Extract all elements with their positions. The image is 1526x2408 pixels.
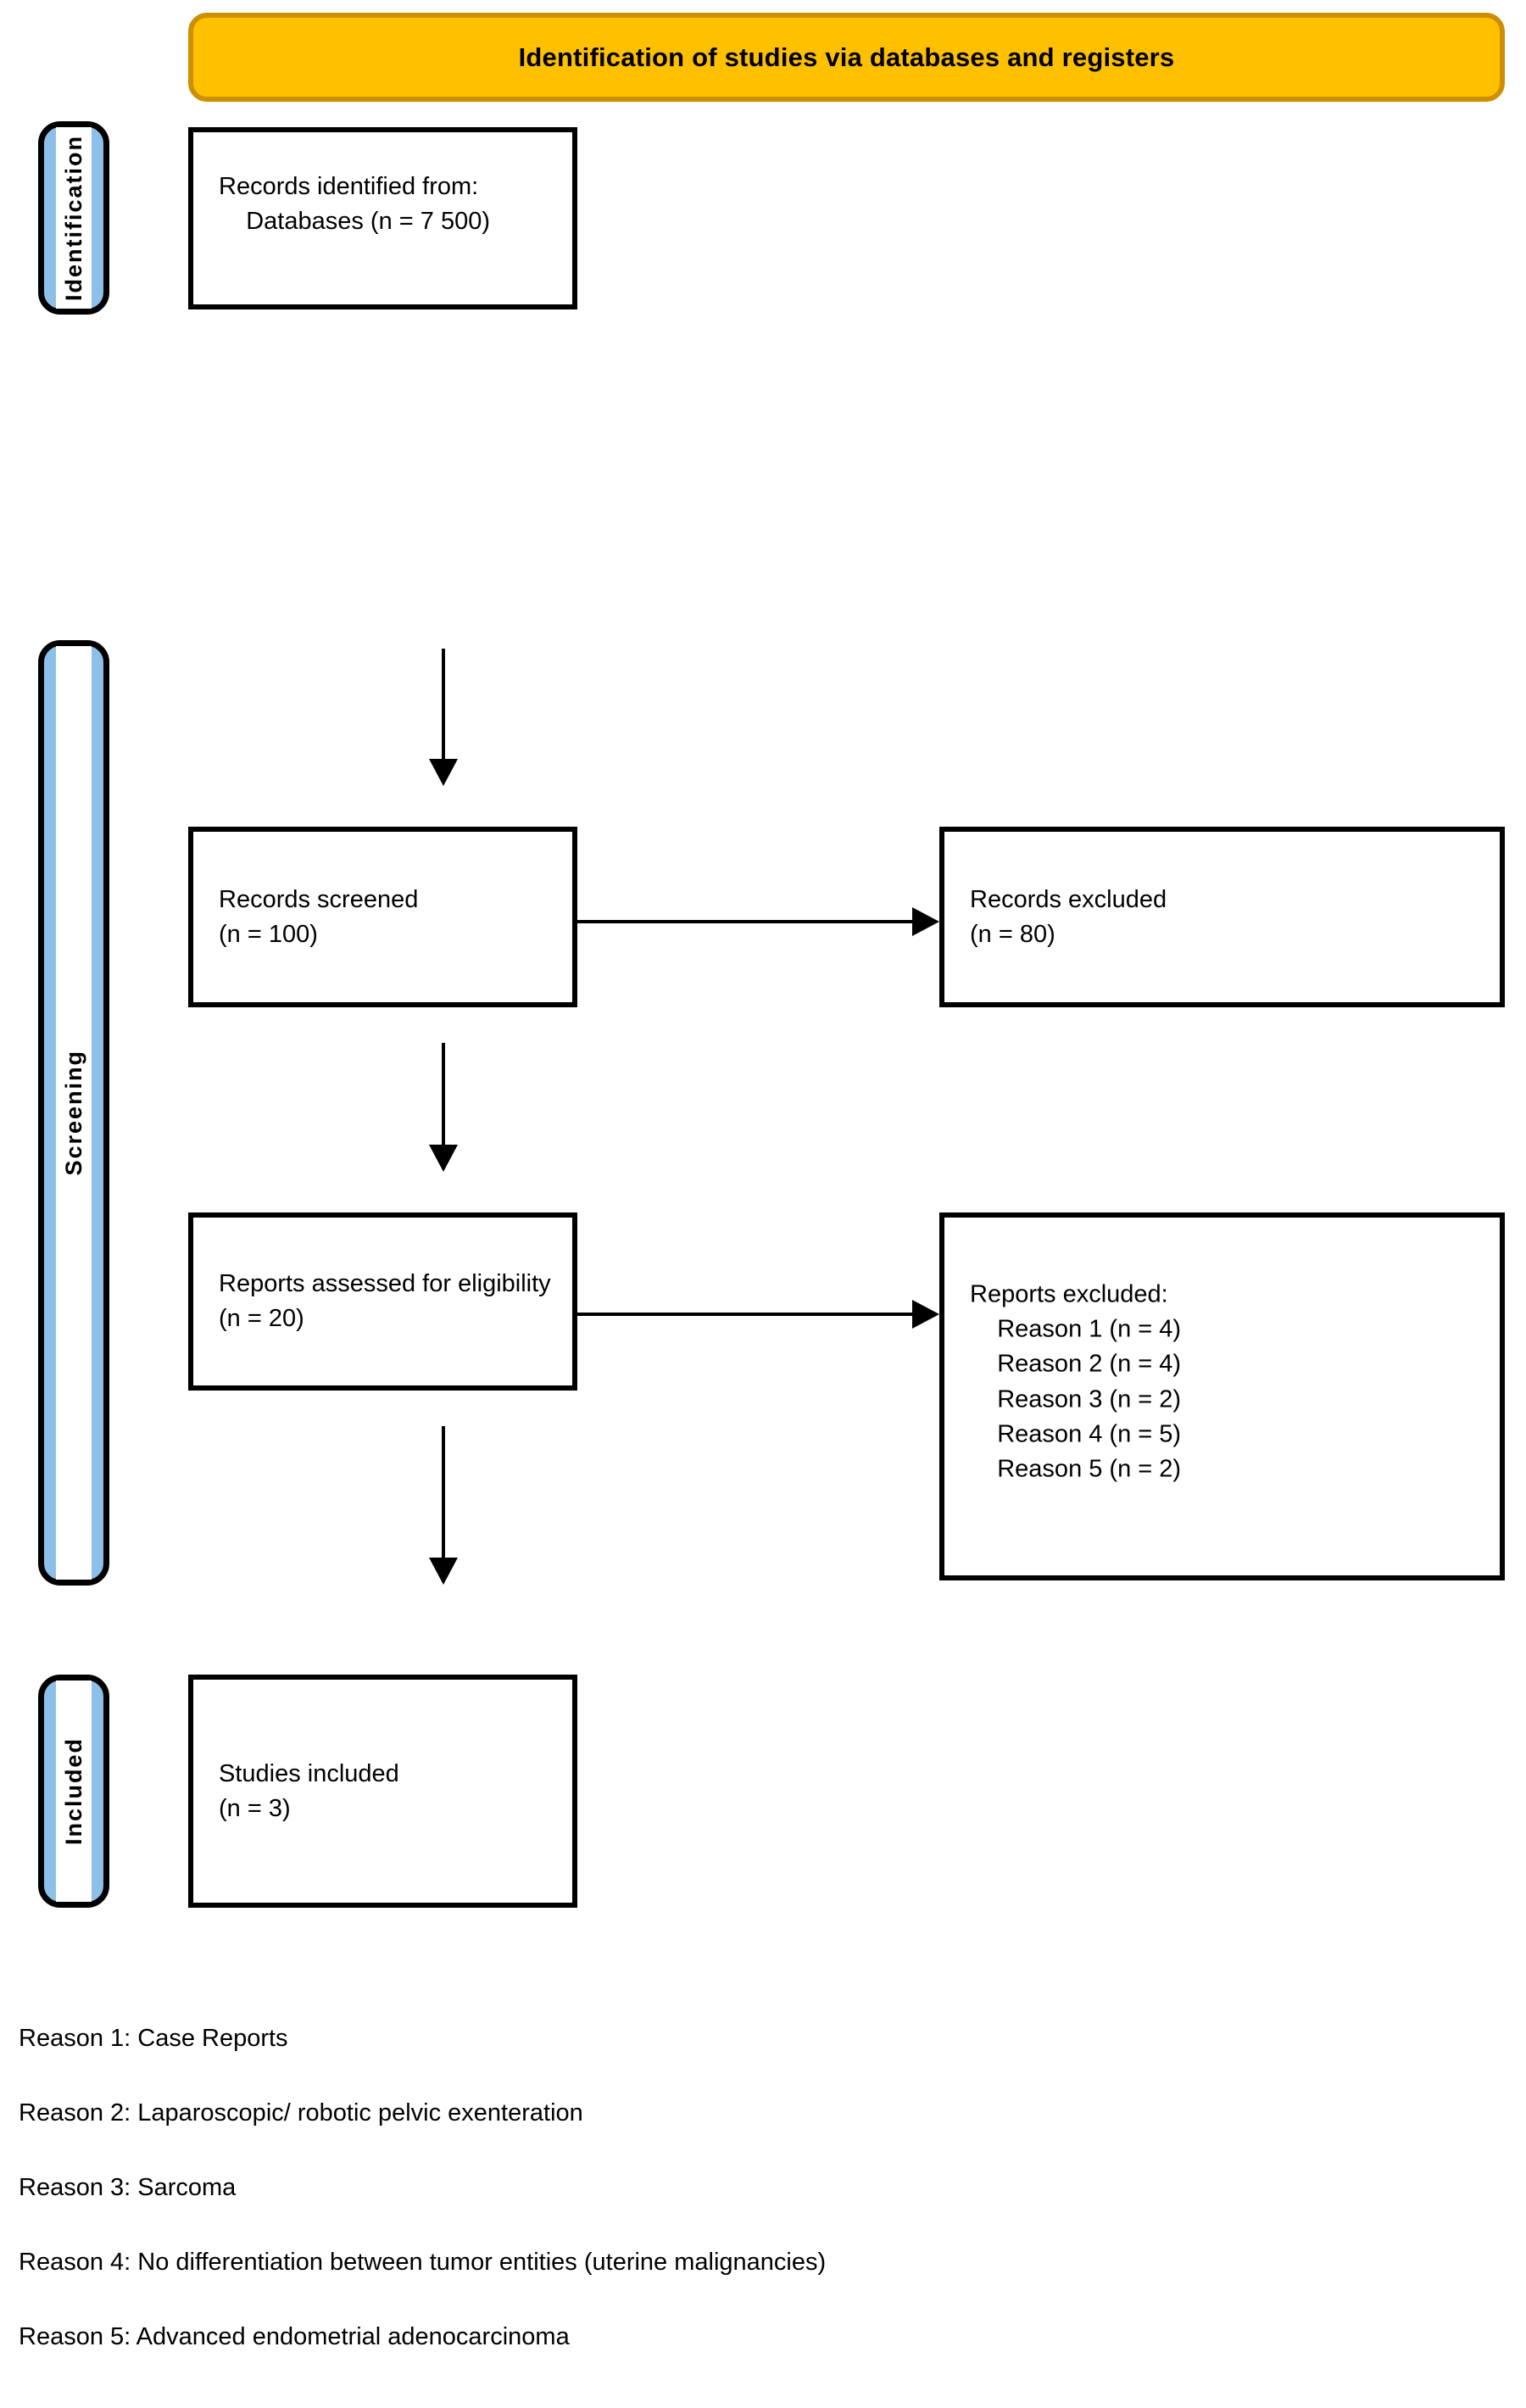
- box-records-screened: Records screened (n = 100): [188, 827, 577, 1007]
- arrow-shaft: [577, 1313, 916, 1316]
- legend-line-reason-1: Reason 1: Case Reports: [19, 2025, 288, 2052]
- legend-line-reason-3: Reason 3: Sarcoma: [19, 2174, 237, 2201]
- stage-pill-inner: Identification: [56, 127, 92, 309]
- box-reports-assessed-for-eligibility: Reports assessed for eligibility (n = 20…: [188, 1212, 577, 1391]
- legend-line-reason-2: Reason 2: Laparoscopic/ robotic pelvic e…: [19, 2099, 583, 2127]
- identification-header-banner: Identification of studies via databases …: [188, 13, 1505, 102]
- box-reports-excluded: Reports excluded: Reason 1 (n = 4) Reaso…: [939, 1212, 1505, 1580]
- stage-pill-identification: Identification: [38, 121, 109, 315]
- arrow-shaft: [442, 649, 445, 763]
- box-reports-excluded-text: Reports excluded: Reason 1 (n = 4) Reaso…: [970, 1280, 1182, 1483]
- box-studies-included: Studies included (n = 3): [188, 1675, 577, 1908]
- arrow-shaft: [442, 1426, 445, 1562]
- stage-pill-included: Included: [38, 1675, 109, 1908]
- box-records-excluded: Records excluded (n = 80): [939, 827, 1505, 1007]
- box-records-identified-text: Records identified from: Databases (n = …: [219, 173, 490, 236]
- box-reports-assessed-text: Reports assessed for eligibility (n = 20…: [219, 1269, 551, 1332]
- box-studies-included-text: Studies included (n = 3): [219, 1759, 399, 1822]
- stage-label-included: Included: [60, 1736, 86, 1845]
- stage-pill-inner: Screening: [56, 646, 92, 1580]
- box-records-screened-text: Records screened (n = 100): [219, 885, 419, 948]
- stage-pill-inner: Included: [56, 1681, 92, 1902]
- stage-label-screening: Screening: [60, 1050, 86, 1176]
- stage-label-identification: Identification: [60, 135, 86, 301]
- arrow-head-right-icon: [912, 1300, 939, 1329]
- arrow-head-right-icon: [912, 907, 939, 936]
- box-records-excluded-text: Records excluded (n = 80): [970, 885, 1167, 948]
- box-records-identified: Records identified from: Databases (n = …: [188, 127, 577, 309]
- arrow-head-down-icon: [429, 1145, 458, 1172]
- page-title: Identification of studies via databases …: [518, 42, 1175, 72]
- reasons-legend: Reason 1: Case Reports Reason 2: Laparos…: [19, 2026, 1494, 2349]
- arrow-head-down-icon: [429, 759, 458, 786]
- arrow-shaft: [442, 1043, 445, 1149]
- legend-line-reason-5: Reason 5: Advanced endometrial adenocarc…: [19, 2323, 570, 2350]
- stage-pill-screening: Screening: [38, 640, 109, 1586]
- arrow-head-down-icon: [429, 1558, 458, 1585]
- arrow-shaft: [577, 920, 916, 923]
- legend-line-reason-4: Reason 4: No differentiation between tum…: [19, 2249, 827, 2276]
